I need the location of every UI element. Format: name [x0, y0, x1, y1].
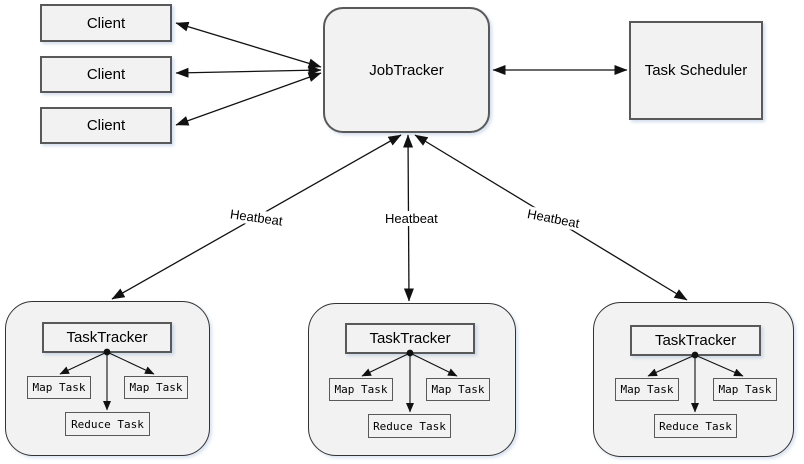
tasktracker-box-3: TaskTracker — [630, 325, 761, 356]
jobtracker-label: JobTracker — [369, 61, 444, 79]
arrow-client1-jobtracker — [175, 21, 322, 69]
arrow-client3-jobtracker — [175, 72, 322, 126]
tasktracker-label: TaskTracker — [654, 332, 737, 349]
client-label: Client — [86, 66, 126, 83]
reduce-task-box: Reduce Task — [65, 412, 150, 436]
map-task-label: Map Task — [129, 381, 183, 394]
reduce-task-label: Reduce Task — [659, 419, 732, 433]
client-label: Client — [86, 14, 126, 32]
reduce-task-box: Reduce Task — [368, 414, 451, 438]
client-box-1: Client — [40, 4, 172, 42]
heartbeat-label-right: Heatbeat — [524, 205, 583, 232]
tasktracker-box-1: TaskTracker — [42, 322, 172, 353]
reduce-task-box: Reduce Task — [654, 414, 737, 438]
client-box-2: Client — [40, 56, 172, 93]
map-task-box: Map Task — [713, 378, 777, 401]
map-task-label: Map Task — [718, 383, 772, 396]
map-task-box: Map Task — [329, 378, 393, 401]
map-task-label: Map Task — [334, 383, 388, 396]
heartbeat-label-middle: Heatbeat — [383, 211, 440, 226]
task-scheduler-node: Task Scheduler — [629, 21, 763, 120]
jobtracker-node: JobTracker — [323, 7, 490, 133]
task-scheduler-label: Task Scheduler — [644, 62, 748, 79]
reduce-task-label: Reduce Task — [373, 419, 446, 433]
heartbeat-label-left: Heatbeat — [227, 206, 286, 229]
tasktracker-label: TaskTracker — [369, 330, 451, 347]
tasktracker-box-2: TaskTracker — [345, 323, 475, 354]
map-task-label: Map Task — [32, 381, 86, 394]
arrow-client2-jobtracker — [175, 65, 322, 78]
client-box-3: Client — [40, 107, 172, 144]
map-task-box: Map Task — [27, 376, 91, 399]
map-task-box: Map Task — [124, 376, 188, 399]
map-task-box: Map Task — [426, 378, 490, 401]
reduce-task-label: Reduce Task — [71, 417, 144, 431]
tasktracker-label: TaskTracker — [66, 329, 148, 346]
client-label: Client — [86, 117, 126, 134]
map-task-box: Map Task — [615, 378, 679, 401]
map-task-label: Map Task — [431, 383, 485, 396]
map-task-label: Map Task — [620, 383, 674, 396]
